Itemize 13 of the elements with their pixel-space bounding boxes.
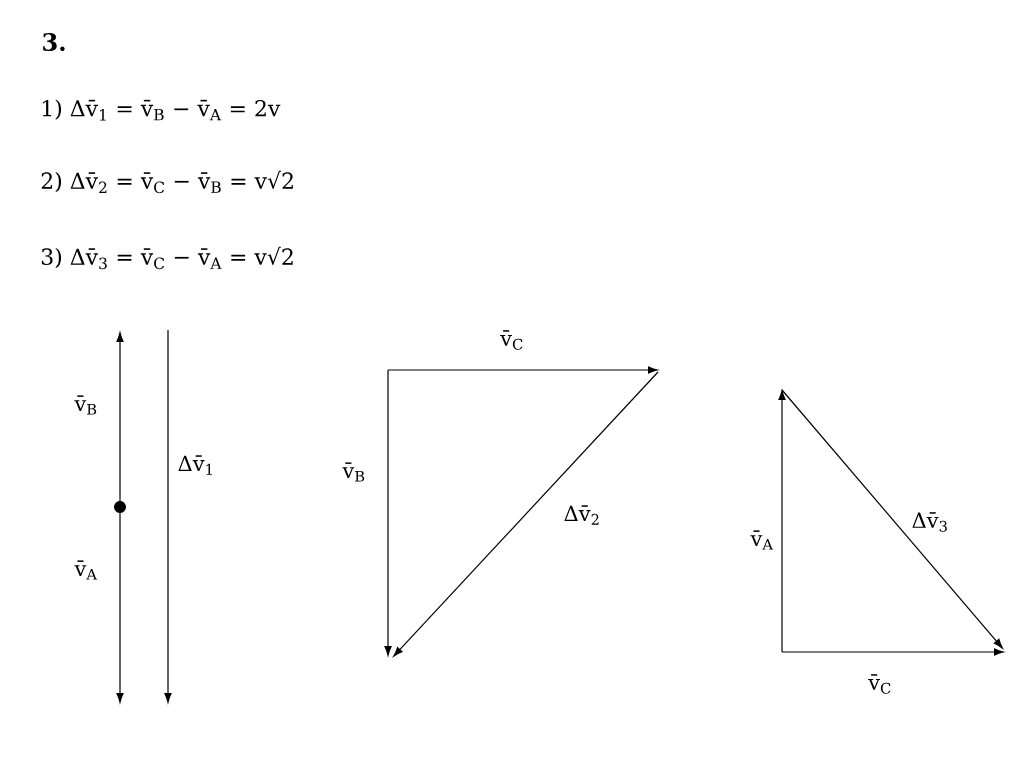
vector-label: v̄$_{C}$ xyxy=(867,673,893,695)
vector-label: Δv̄$_{2}$ xyxy=(562,504,602,526)
vector-label: Δv̄$_{1}$ xyxy=(176,454,216,476)
formula-line: 2) Δv̄$_{2}$ = v̄$_{C}$ − v̄$_{B}$ = v√2 xyxy=(41,170,293,194)
vector-label: v̄$_{A}$ xyxy=(749,529,775,551)
vector-label: v̄$_{C}$ xyxy=(499,329,525,351)
formula-line: 3) Δv̄$_{3}$ = v̄$_{C}$ − v̄$_{A}$ = v√2 xyxy=(41,246,293,270)
vector-label: Δv̄$_{3}$ xyxy=(910,511,950,533)
vector-label: v̄$_{A}$ xyxy=(73,559,99,581)
vector-label: v̄$_{B}$ xyxy=(73,394,99,416)
vector-label: v̄$_{B}$ xyxy=(341,461,367,483)
formula-line: 1) Δv̄$_{1}$ = v̄$_{B}$ − v̄$_{A}$ = 2v xyxy=(42,99,281,121)
diagram-title: 3. xyxy=(43,32,65,52)
